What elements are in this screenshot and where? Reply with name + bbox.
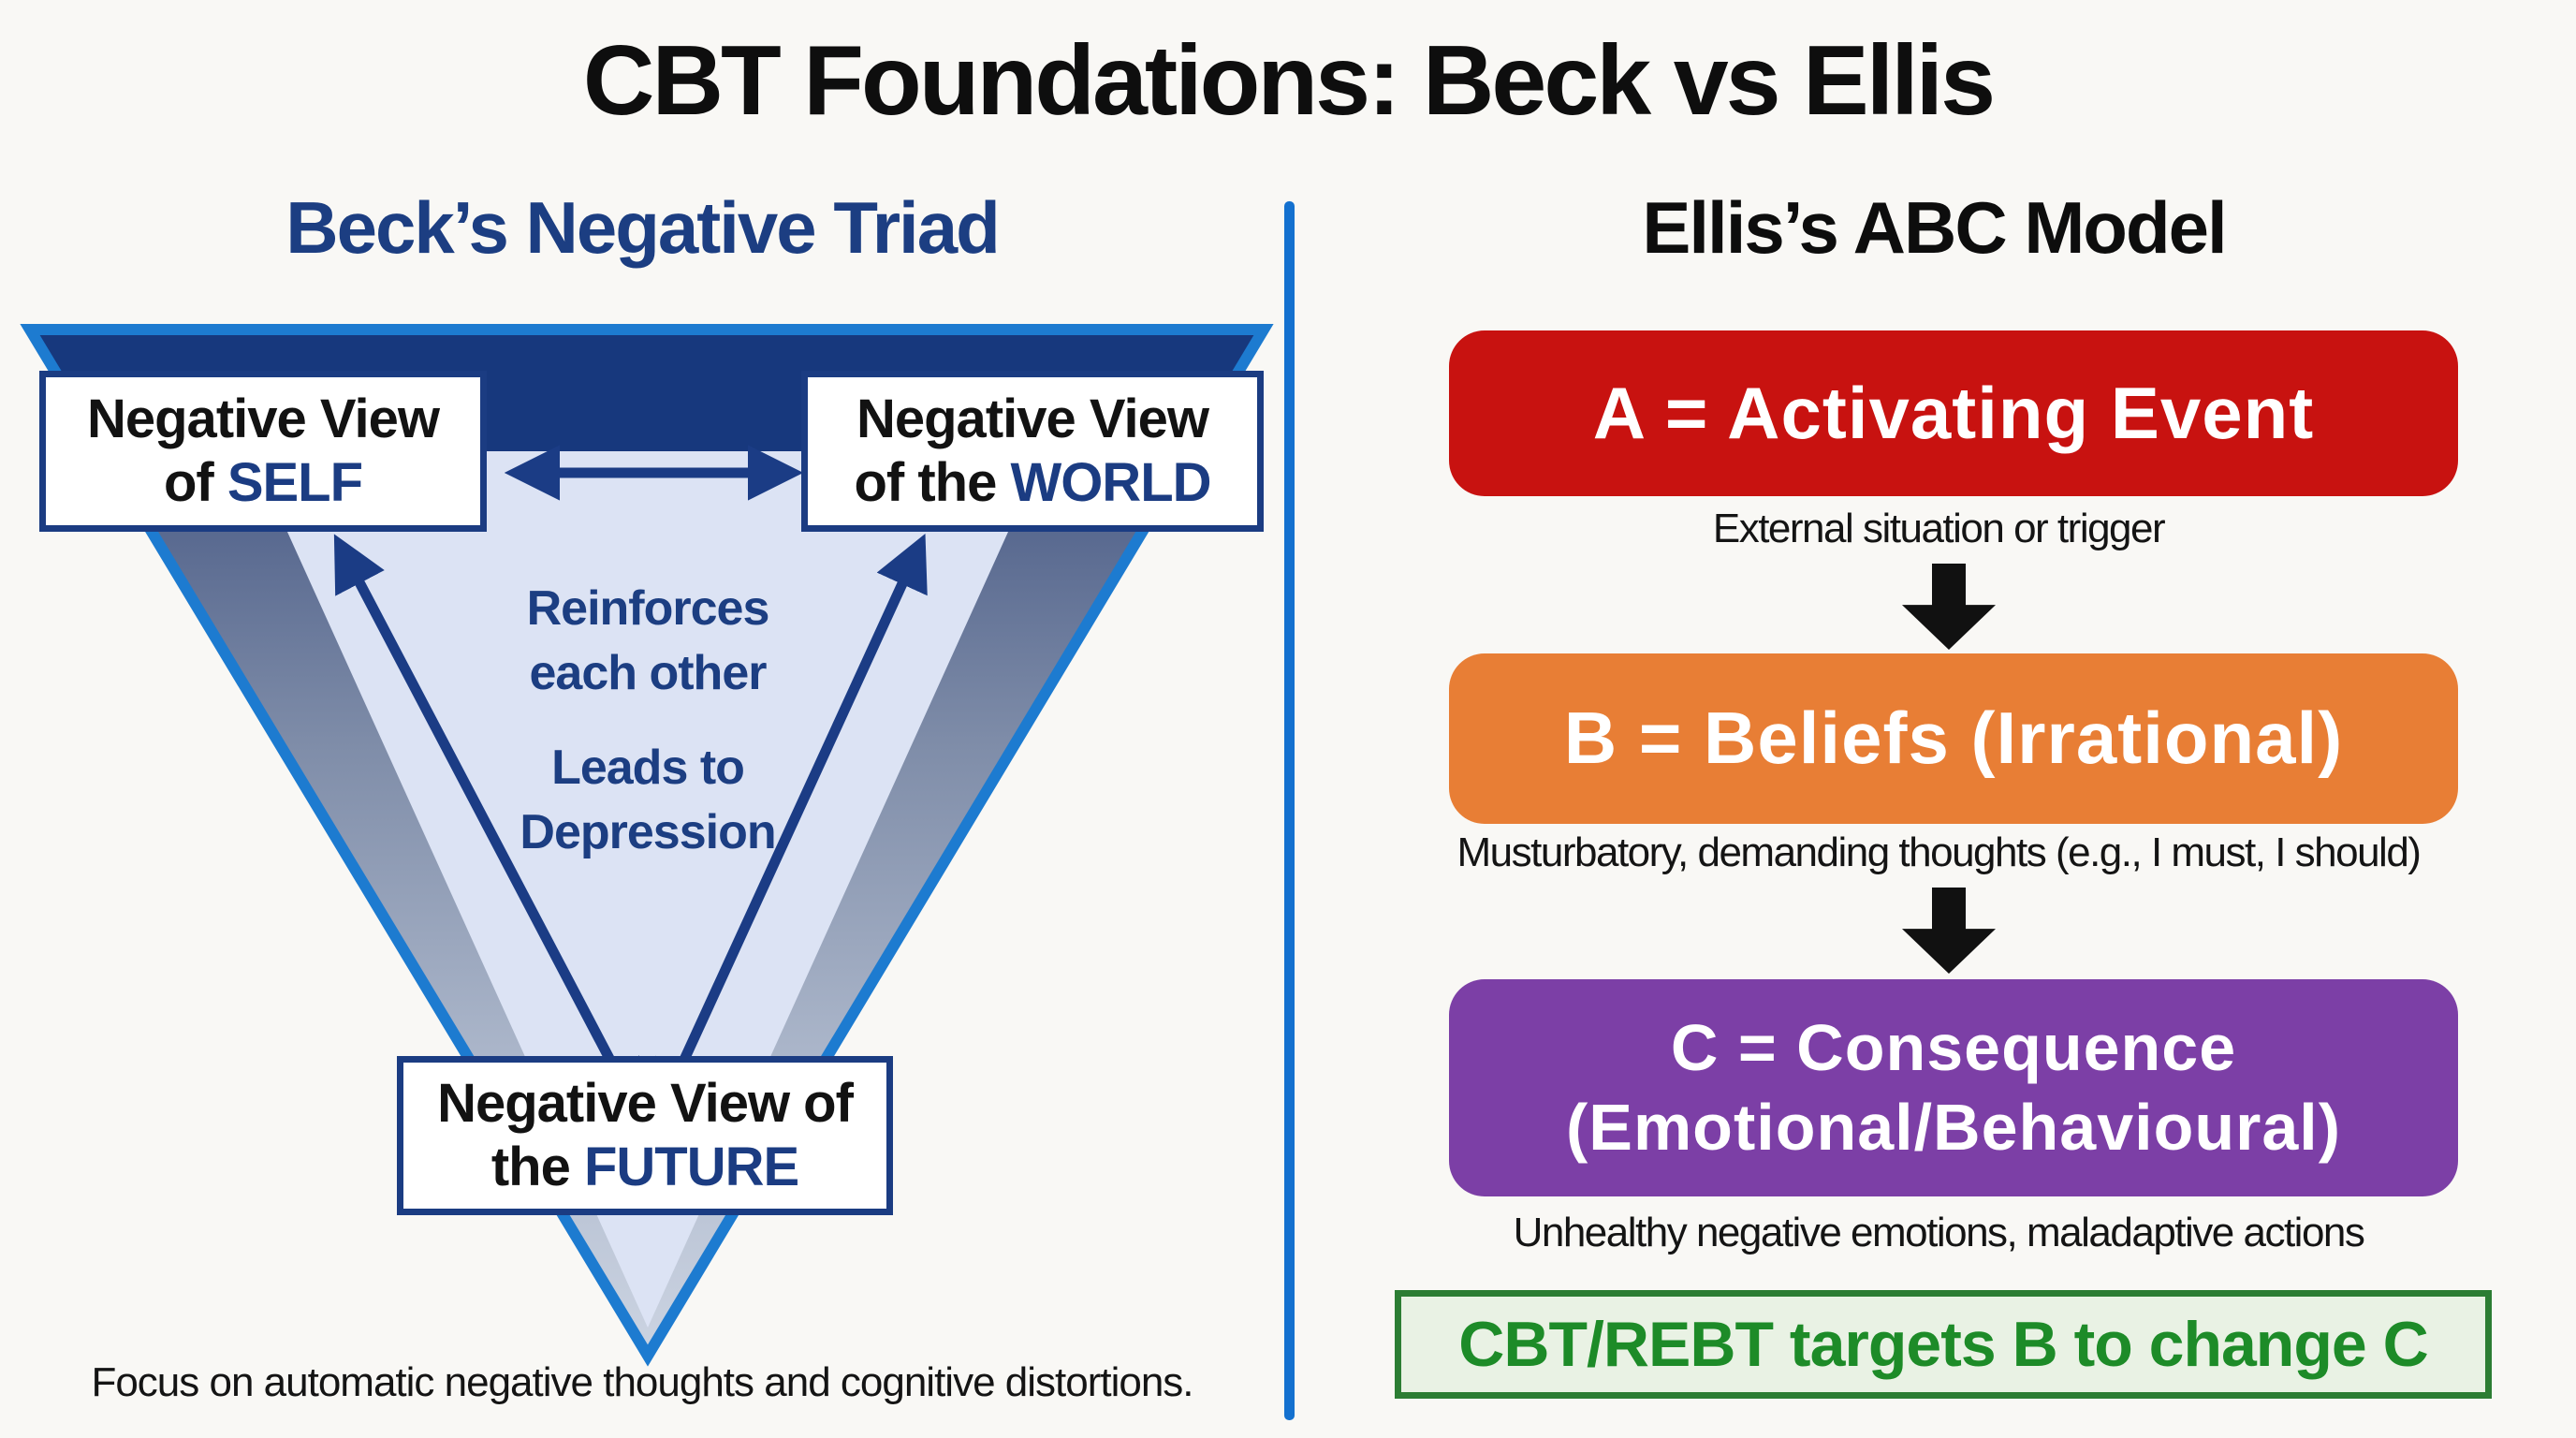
down-arrow-icon — [1902, 888, 1996, 974]
world-highlight: WORLD — [1010, 452, 1211, 513]
self-future-arrow — [333, 534, 641, 1118]
world-box-line2: of the WORLD — [854, 452, 1211, 513]
future-highlight: FUTURE — [583, 1137, 799, 1197]
conclusion-box: CBT/REBT targets B to change C — [1395, 1290, 2492, 1399]
negative-view-future-box: Negative View of the FUTURE — [397, 1056, 893, 1215]
beck-caption: Focus on automatic negative thoughts and… — [91, 1359, 1193, 1405]
beck-panel-heading: Beck’s Negative Triad — [285, 186, 1001, 269]
future-box-line1: Negative View of — [437, 1072, 854, 1134]
beliefs-caption: Musturbatory, demanding thoughts (e.g., … — [1456, 829, 2422, 875]
beliefs-box: B = Beliefs (Irrational) — [1449, 653, 2458, 824]
panel-divider — [1284, 201, 1295, 1420]
world-box-line1: Negative View — [856, 388, 1209, 449]
ellis-panel-heading: Ellis’s ABC Model — [1642, 186, 2227, 269]
activating-event-box: A = Activating Event — [1449, 330, 2458, 496]
consequence-caption: Unhealthy negative emotions, maladaptive… — [1513, 1210, 2365, 1255]
world-future-arrow — [655, 534, 928, 1118]
self-box-line2: of SELF — [163, 452, 363, 513]
self-box-line1: Negative View — [86, 388, 440, 449]
page-title: CBT Foundations: Beck vs Ellis — [582, 25, 1996, 136]
negative-view-self-box: Negative View of SELF — [39, 371, 487, 532]
future-box-line2: the FUTURE — [490, 1137, 799, 1197]
self-highlight: SELF — [227, 452, 363, 513]
negative-view-world-box: Negative View of the WORLD — [801, 371, 1264, 532]
down-arrow-icon — [1902, 564, 1996, 650]
reinforces-label: Reinforces each other — [526, 581, 770, 700]
consequence-box: C = Consequence (Emotional/Behavioural) — [1449, 979, 2458, 1196]
activating-event-caption: External situation or trigger — [1712, 506, 2166, 551]
leads-to-depression-label: Leads to Depression — [520, 741, 776, 859]
